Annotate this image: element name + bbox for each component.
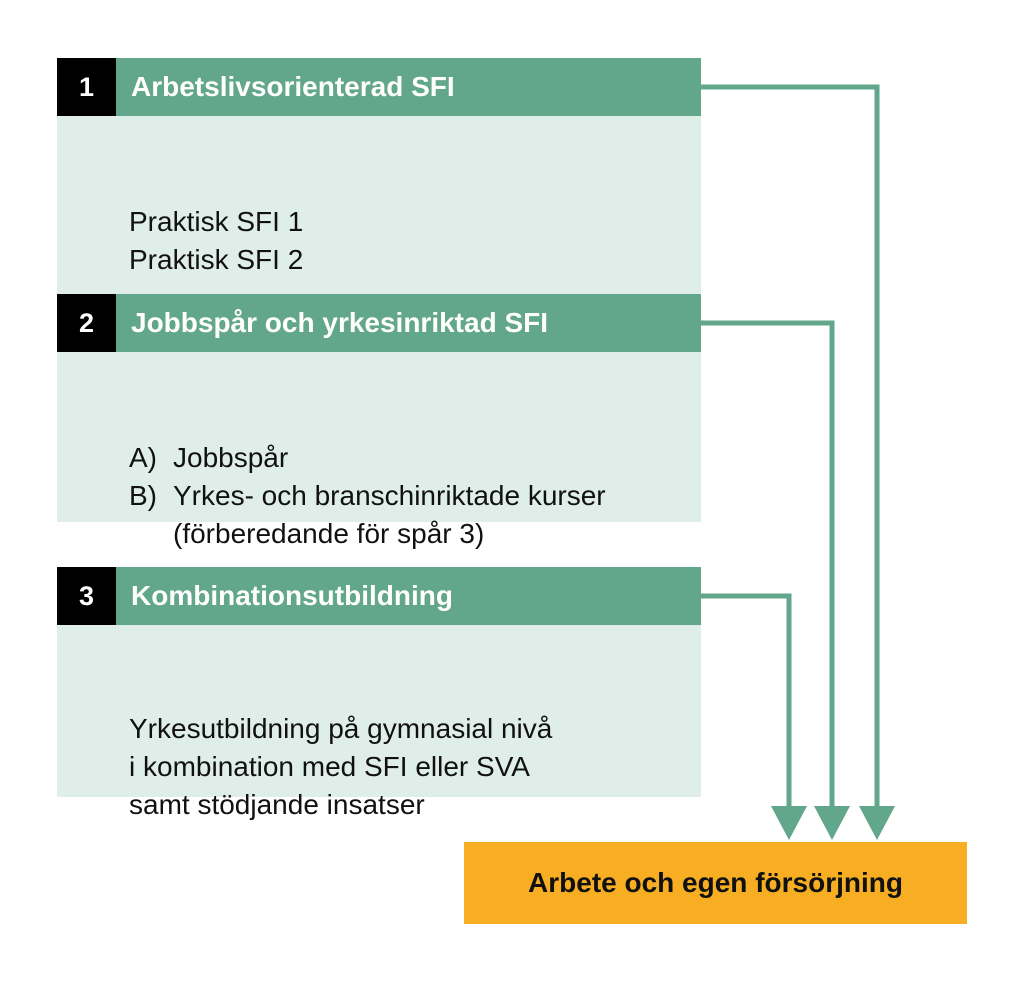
track-2-header: 2 Jobbspår och yrkesinriktad SFI bbox=[57, 294, 701, 352]
list-item-text: Yrkes- och branschinriktade kurser bbox=[173, 480, 606, 511]
arrowhead-track-3 bbox=[771, 806, 807, 840]
track-1-text: Praktisk SFI 1 Praktisk SFI 2 bbox=[129, 203, 303, 279]
track-3-header: 3 Kombinationsutbildning bbox=[57, 567, 701, 625]
track-1-header: 1 Arbetslivsorienterad SFI bbox=[57, 58, 701, 116]
connector-track-2 bbox=[701, 320, 835, 808]
list-marker: B) bbox=[129, 480, 157, 511]
arrowhead-track-2 bbox=[814, 806, 850, 840]
track-3-line: samt stödjande insatser bbox=[129, 789, 425, 820]
track-2-title: Jobbspår och yrkesinriktad SFI bbox=[131, 307, 549, 338]
track-2-body: A) Jobbspår B) Yrkes- och branschinrikta… bbox=[57, 352, 701, 549]
track-1-title: Arbetslivsorienterad SFI bbox=[131, 71, 455, 102]
track-1-body: Praktisk SFI 1 Praktisk SFI 2 bbox=[57, 116, 701, 308]
track-2-list: A) Jobbspår B) Yrkes- och branschinrikta… bbox=[129, 439, 606, 553]
outcome-box: Arbete och egen försörjning bbox=[464, 842, 967, 924]
track-3-body: Yrkesutbildning på gymnasial nivå i komb… bbox=[57, 625, 701, 820]
track-3-title: Kombinationsutbildning bbox=[131, 580, 453, 611]
arrowhead-track-1 bbox=[859, 806, 895, 840]
track-2-number: 2 bbox=[57, 294, 116, 352]
track-2-item-b: B) Yrkes- och branschinriktade kurser bbox=[129, 477, 606, 515]
track-3-line: i kombination med SFI eller SVA bbox=[129, 751, 530, 782]
track-1-line: Praktisk SFI 1 bbox=[129, 206, 304, 237]
track-1-number: 1 bbox=[57, 58, 116, 116]
track-3-line: Yrkesutbildning på gymnasial nivå bbox=[129, 713, 553, 744]
list-item-continuation: (förberedande för spår 3) bbox=[173, 518, 485, 549]
list-marker: A) bbox=[129, 442, 157, 473]
outcome-label: Arbete och egen försörjning bbox=[528, 867, 903, 898]
connector-track-3 bbox=[701, 593, 792, 808]
track-1-line: Praktisk SFI 2 bbox=[129, 244, 304, 275]
list-item-text: Jobbspår bbox=[173, 442, 289, 473]
track-3-number: 3 bbox=[57, 567, 116, 625]
connector-track-1 bbox=[701, 84, 880, 808]
track-3-text: Yrkesutbildning på gymnasial nivå i komb… bbox=[129, 710, 552, 824]
track-2-item-a: A) Jobbspår bbox=[129, 439, 606, 477]
